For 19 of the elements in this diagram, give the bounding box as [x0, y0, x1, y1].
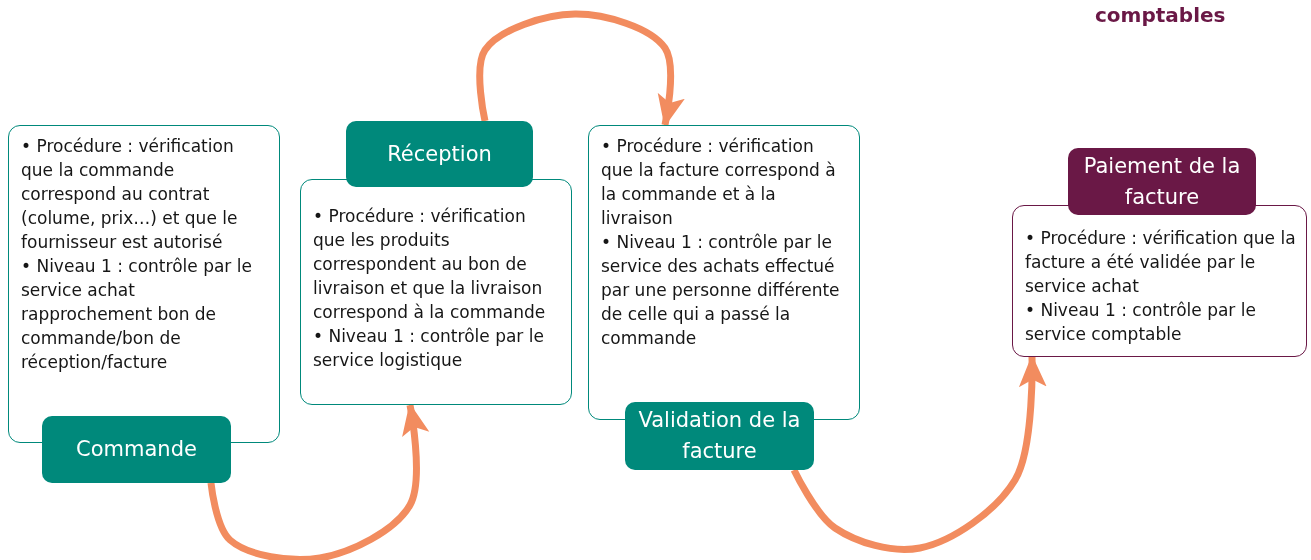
bullet-text: • Niveau 1 : contrôle par le service achat rapprochement bon de commande/bon de réception/facture — [21, 255, 253, 374]
step-header — [625, 402, 814, 470]
step-header — [1068, 148, 1256, 215]
step-card — [1012, 205, 1307, 357]
step-title: Réception — [387, 140, 492, 168]
heading-text: comptables — [1095, 3, 1226, 27]
step-card — [300, 179, 572, 405]
step-header — [42, 416, 231, 483]
bullet-text: • Procédure : vérification que la facture correspond à la commande et à la livraison — [601, 135, 837, 230]
step-header — [346, 121, 533, 187]
bullet-text: • Niveau 1 : contrôle par le service des achats effectué par une personne différente de celle qui a passé la commande — [601, 231, 841, 350]
step-title: Commande — [76, 436, 197, 463]
bullet-text: • Procédure : vérification que la commande correspond au contrat (colume, prix…) et que le fournisseur est autorisé — [21, 135, 239, 254]
step-title: Validation de la facture — [637, 407, 802, 465]
step-title: Paiement de la facture — [1082, 152, 1242, 211]
bullet-text: • Procédure : vérification que les produits correspondent au bon de livraison et que la livraison correspond à la commande — [313, 205, 547, 324]
bullet-text: • Procédure : vérification que la facture a été validée par le service achat — [1025, 227, 1297, 298]
bullet-text: • Niveau 1 : contrôle par le service comptable — [1025, 299, 1257, 346]
bullet-text: • Niveau 1 : contrôle par le service logistique — [313, 325, 545, 372]
